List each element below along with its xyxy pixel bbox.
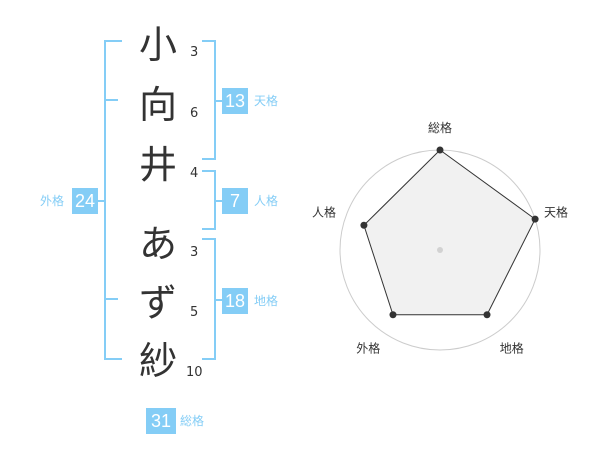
radar-points <box>360 146 539 319</box>
soukaku-label: 総格 <box>180 414 205 428</box>
radar-point-2 <box>531 215 539 223</box>
radar-axis-label-2: 天格 <box>544 204 568 219</box>
tenkaku-label: 天格 <box>254 94 279 108</box>
radar-axis-label-5: 人格 <box>312 204 336 219</box>
stroke-count-4: 3 <box>190 245 199 260</box>
name-char-4: あ <box>138 222 177 266</box>
radar-axis-label-4: 外格 <box>356 341 380 356</box>
jinkaku-label: 人格 <box>254 194 279 208</box>
stroke-count-5: 5 <box>190 305 199 320</box>
stroke-count-2: 6 <box>190 106 199 121</box>
name-char-5: ず <box>138 281 177 325</box>
gaikaku-label: 外格 <box>40 194 65 208</box>
soukaku-value: 31 <box>146 408 176 434</box>
radar-value-polygon <box>363 149 536 316</box>
radar-axis-label-1: 総格 <box>428 120 452 135</box>
tenkaku-value: 13 <box>222 88 248 114</box>
chikaku-label: 地格 <box>254 294 279 308</box>
radar-point-4 <box>389 311 397 319</box>
stroke-count-3: 4 <box>190 166 199 181</box>
stroke-count-1: 3 <box>190 45 199 60</box>
stroke-count-6: 10 <box>186 365 203 380</box>
name-char-2: 向 <box>138 83 177 127</box>
chikaku-value: 18 <box>222 288 248 314</box>
radar-point-3 <box>483 311 491 319</box>
name-char-1: 小 <box>138 23 177 67</box>
radar-point-5 <box>360 221 368 229</box>
name-char-3: 井 <box>138 143 177 187</box>
radar-point-1 <box>436 146 444 154</box>
jinkaku-value: 7 <box>222 188 248 214</box>
gaikaku-value: 24 <box>72 188 98 214</box>
radar-polygon <box>363 149 536 316</box>
radar-axis-label-3: 地格 <box>500 341 524 356</box>
name-char-6: 紗 <box>138 339 177 383</box>
